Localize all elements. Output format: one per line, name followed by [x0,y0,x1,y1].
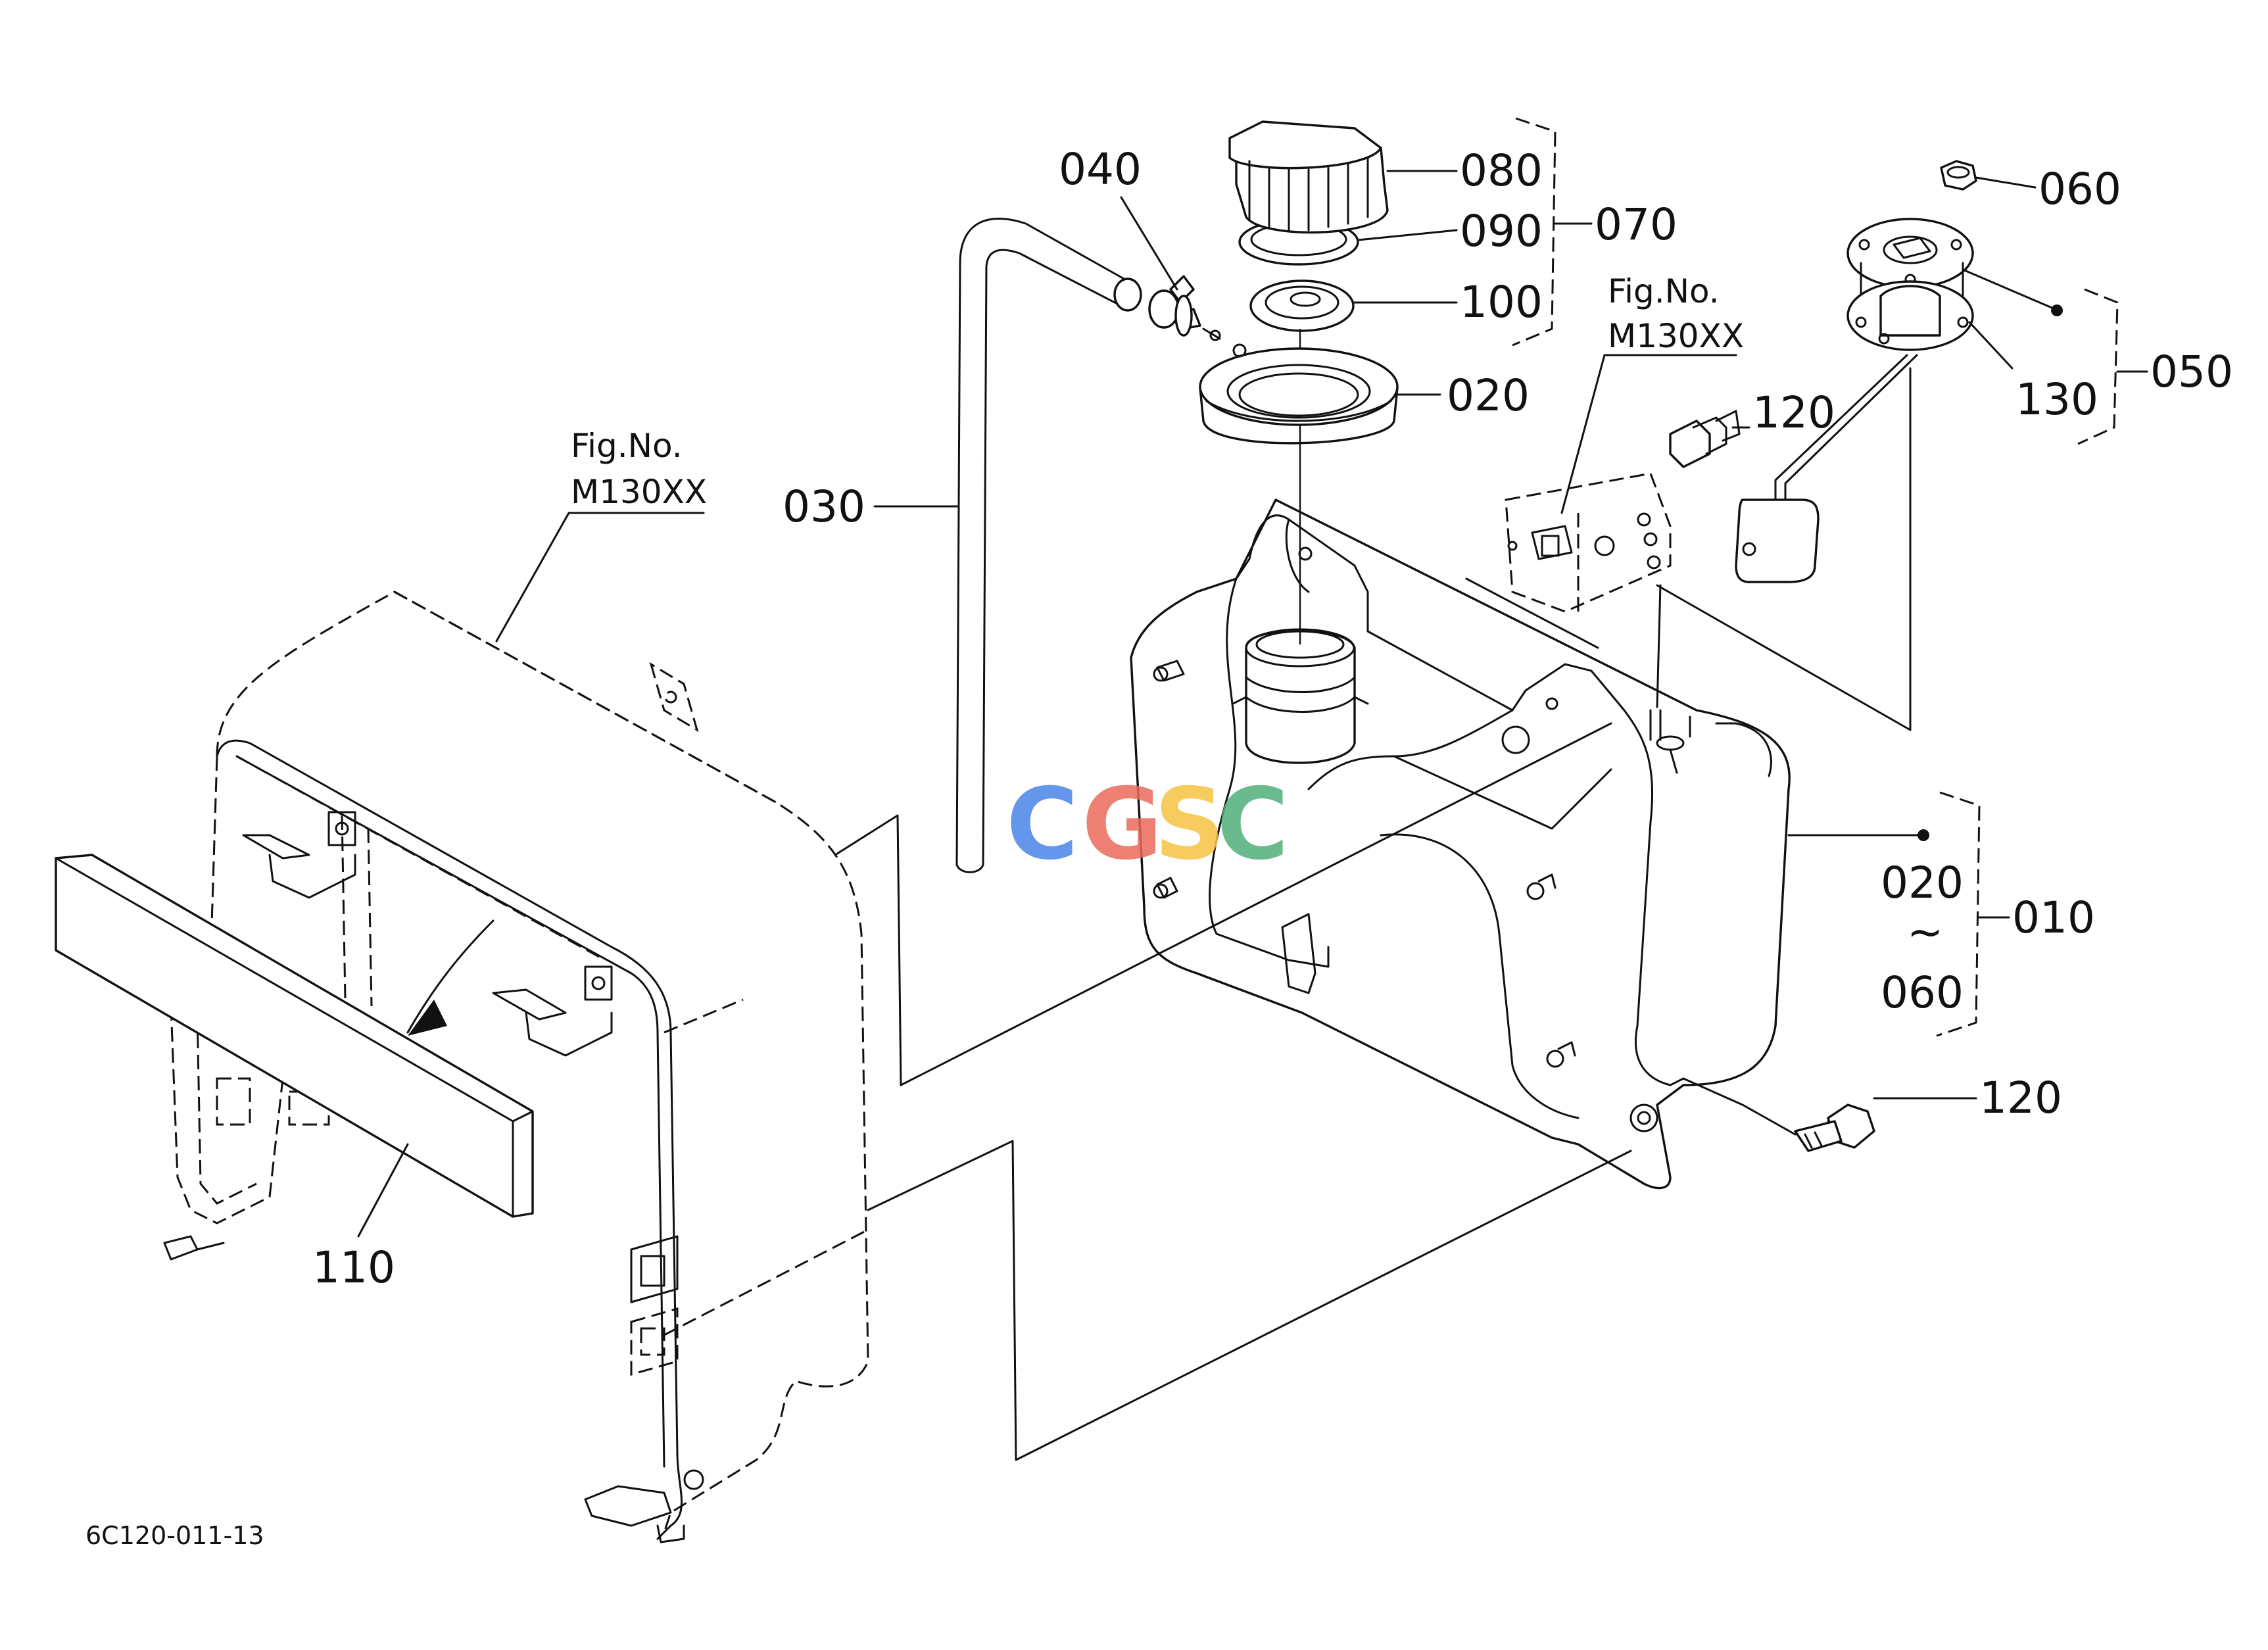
label-130: 130 [2015,374,2098,425]
label-090: 090 [1460,206,1543,256]
hood-outline [163,591,869,1543]
watermark-letter-3: S [1154,767,1225,882]
part-060-nut [1940,160,1977,191]
label-010: 010 [2012,892,2095,943]
label-100: 100 [1460,277,1543,328]
watermark-letter-1: C [1006,767,1078,882]
part-120-bolt-lower [1794,1104,1875,1152]
fig-ref-left-line2: M130XX [571,473,707,511]
drawing-code: 6C120-011-13 [85,1521,264,1550]
watermark-letter-4: C [1217,767,1289,882]
label-110: 110 [312,1242,395,1293]
label-020-cap: 020 [1447,370,1530,421]
label-120-bottom: 120 [1979,1073,2062,1123]
watermark-letter-2: G [1082,767,1163,882]
part-labels: 080 090 070 100 020 040 030 060 050 130 … [312,144,2233,1293]
label-060-top: 060 [2039,164,2121,214]
bracket-010 [1936,791,2010,1037]
part-020-adapter [1199,343,1399,445]
range-tilde: ~ [1907,907,1943,958]
label-060-range: 060 [1881,967,1964,1018]
part-110-plate [55,854,534,1218]
part-080-cap [1228,120,1389,234]
leader-lines [357,170,2063,1238]
label-020-range: 020 [1881,858,1964,908]
label-030: 030 [783,481,865,532]
fig-ref-right-line2: M130XX [1608,317,1744,355]
part-040-clamp [1148,275,1221,341]
label-070: 070 [1595,199,1677,250]
watermark-logo: C G S C [1006,767,1289,882]
label-080: 080 [1460,145,1543,196]
label-040: 040 [1059,144,1142,195]
bracket-050 [2077,288,2148,445]
connection-lines [664,722,1632,1461]
fig-ref-left-line1: Fig.No. [571,427,683,465]
bracket-070 [1512,117,1593,347]
part-030-hose [955,218,1142,873]
label-120-top: 120 [1752,387,1835,438]
part-120-bolt-upper [1669,410,1741,468]
part-050-sender [1735,218,1974,583]
fig-ref-right-line1: Fig.No. [1608,272,1720,310]
fuel-bracket-ref [1505,472,1672,613]
label-050: 050 [2150,347,2233,397]
part-100 [1249,279,1355,332]
fuel-tank-010 [1130,498,1791,1190]
figure-references: Fig.No. M130XX Fig.No. M130XX [571,272,1744,511]
